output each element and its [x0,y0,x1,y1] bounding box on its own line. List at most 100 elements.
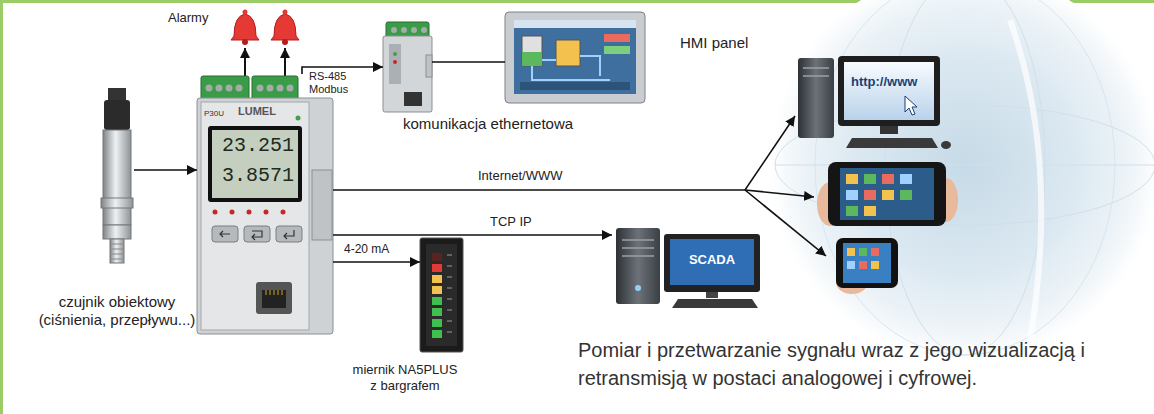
ethernet-converter [411,27,417,33]
pressure-sensor [108,88,126,100]
connector-line [432,61,505,63]
web-computer: http://www [795,52,955,150]
bargraph-meter [426,244,457,346]
smartphone [847,248,855,256]
tablet-device [828,162,946,226]
internet-branch-arrow [745,190,814,197]
pressure-sensor [101,198,133,208]
hmi-caption: HMI panel [680,34,748,52]
screen-text: SCADA [670,252,754,268]
scada-computer [670,239,754,285]
ethernet-converter [383,22,432,112]
signal-label: Internet/WWW [476,169,565,184]
tablet-device [846,206,858,216]
hmi-panel [532,56,610,80]
connector-line [333,261,420,263]
globe-background [815,0,1115,355]
transducer-device [212,226,238,242]
transducer-device [277,85,284,92]
hmi-panel [556,40,580,66]
web-computer [803,68,829,76]
transducer-device [220,231,230,237]
ethernet-converter [383,36,432,112]
ethernet-converter [393,52,397,56]
tablet-device [846,190,858,200]
transducer-device [230,210,235,215]
bargraph-meter: miernik NA5PLUS z bargrafem [420,238,463,352]
alarm-label: Alarmy [168,10,208,26]
bargraph-meter [420,238,463,352]
signal-label: 4-20 mA [342,243,391,257]
signal-label: TCP IP [488,215,534,230]
display-value: 3.8571 [216,164,294,188]
web-computer [905,96,917,115]
alarm-bell [282,39,288,45]
smartphone [859,261,867,269]
tablet-device [882,190,894,200]
scada-computer [664,234,760,292]
bargraph-meter [432,297,442,305]
ethernet-converter [391,27,397,33]
smartphone [836,238,898,288]
transducer-device [287,85,294,92]
ethernet-converter [421,27,427,33]
web-computer [846,138,938,148]
transducer-device [252,231,262,240]
bargraph-meter [432,330,442,338]
brand-name: LUMEL [238,105,276,118]
tablet-device [817,162,958,226]
hmi-panel: HMI panel [505,12,645,103]
transducer-device [264,210,269,215]
bargraph-meter [432,264,442,272]
tablet-device [882,174,894,184]
hmi-panel [522,36,542,66]
hmi-panel [522,52,542,66]
connector-line [333,234,612,236]
ethernet-converter [393,60,397,64]
smartphone [843,243,891,283]
bargraph-meter [432,319,442,327]
sensor-caption: czujnik obiektowy (ciśnienia, przepływu.… [31,293,203,329]
smartphone [847,261,855,269]
scada-computer [616,228,660,304]
transducer-device [312,170,332,240]
transducer-device [197,98,333,334]
bargraph-meter [432,253,442,261]
scada-computer [706,292,718,298]
alarm-bell [231,14,259,40]
transducer-device [226,85,233,92]
scada-computer [672,299,758,308]
scada-computer [616,228,760,308]
internet-branch-arrow [745,190,826,256]
web-computer [838,56,940,126]
transducer-device [213,210,218,215]
transducer-device [197,76,333,334]
internet-branch-arrow [745,190,826,256]
converter-caption: komunikacja ethernetowa [403,115,573,133]
transducer-device [247,210,252,215]
tablet-device [864,174,876,184]
globe-background [1010,20,1041,340]
transducer-device [276,226,302,242]
transducer-device [206,85,213,92]
transducer-device [284,230,294,239]
figure-caption: Pomiar i przetwarzanie sygnału wraz z je… [578,336,1152,392]
web-computer [798,56,951,149]
transducer-device [208,126,302,202]
signal-label: RS-485 Modbus [307,70,363,95]
transducer-device [257,85,264,92]
transducer-device [201,102,309,330]
meter-caption: miernik NA5PLUS z bargrafem [350,362,460,393]
tablet-device [864,190,876,200]
smartphone [871,261,879,269]
bargraph-meter [432,286,442,294]
transducer-device [216,85,223,92]
pressure-sensor: czujnik obiektowy (ciśnienia, przepływu.… [100,88,134,265]
bargraph-meter [447,255,452,332]
transducer-device [266,290,282,295]
hmi-panel [604,34,630,42]
transducer-device [236,85,243,92]
globe-background [770,0,1154,360]
